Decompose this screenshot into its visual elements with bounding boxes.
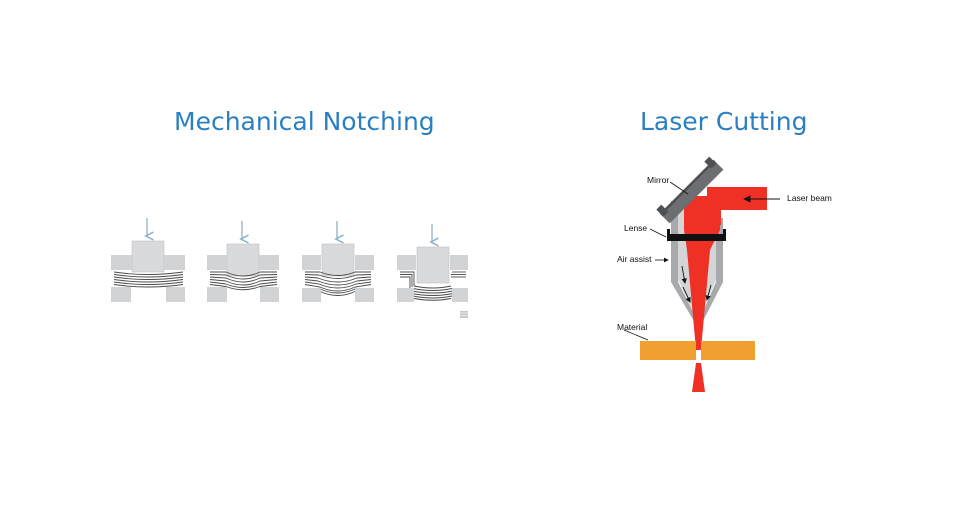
- upper-die-left-1: [111, 255, 132, 270]
- punch-3: [321, 243, 355, 277]
- lower-die-left-4: [397, 288, 414, 302]
- lower-die-left-3: [302, 288, 321, 302]
- laser-cutting-title: Laser Cutting: [640, 107, 808, 136]
- mechanical-notching-title: Mechanical Notching: [174, 107, 435, 136]
- laser-beam-input: [707, 187, 767, 225]
- material-left: [640, 341, 696, 360]
- lower-die-right-4: [452, 288, 468, 302]
- lower-die-right-2: [260, 287, 279, 302]
- upper-die-right-4: [450, 255, 468, 270]
- lower-die-right-1: [166, 287, 185, 302]
- upper-die-left-4: [397, 255, 416, 270]
- lens: [667, 234, 726, 241]
- air-flow-arrow-left-2: [682, 286, 691, 303]
- upper-die-left-2: [207, 255, 227, 270]
- mirror-mount-bottom: [656, 204, 669, 217]
- upper-die-right-2: [259, 255, 279, 270]
- punch-2: [226, 243, 260, 277]
- lower-die-left-1: [111, 287, 131, 302]
- lower-die-right-3: [355, 288, 374, 302]
- sheet-stack-4: [400, 271, 466, 301]
- label-air-assist: Air assist: [617, 254, 652, 264]
- upper-die-right-3: [355, 255, 374, 270]
- label-material: Material: [617, 322, 647, 332]
- image-corner-icon: [460, 311, 468, 318]
- air-flow-arrow-right: [705, 284, 712, 301]
- upper-die-right-1: [164, 255, 185, 270]
- sheet-stack-1: [113, 271, 184, 288]
- mirror-mount-top: [704, 156, 717, 169]
- laser-beam-exit: [692, 363, 705, 392]
- laser-cutting-diagram: Mirror Laser beam Lense Air assist Mater…: [617, 156, 832, 392]
- notching-stage-3: [302, 221, 374, 302]
- sheet-stack-2: [209, 271, 278, 291]
- label-lense: Lense: [624, 223, 647, 233]
- label-laser-beam: Laser beam: [787, 193, 832, 203]
- material-right: [701, 341, 755, 360]
- upper-die-left-3: [302, 255, 321, 270]
- punch-4: [416, 246, 450, 284]
- air-flow-arrow-left: [681, 265, 687, 284]
- sheet-stack-3: [304, 271, 372, 296]
- nozzle-right-wall: [698, 218, 723, 323]
- label-mirror: Mirror: [647, 175, 669, 185]
- notching-stage-4: [397, 224, 468, 302]
- mirror: [659, 159, 724, 224]
- lower-die-left-2: [207, 287, 227, 302]
- notching-stage-2: [207, 221, 279, 302]
- notching-stage-1: [111, 218, 185, 302]
- punch-1: [131, 240, 165, 273]
